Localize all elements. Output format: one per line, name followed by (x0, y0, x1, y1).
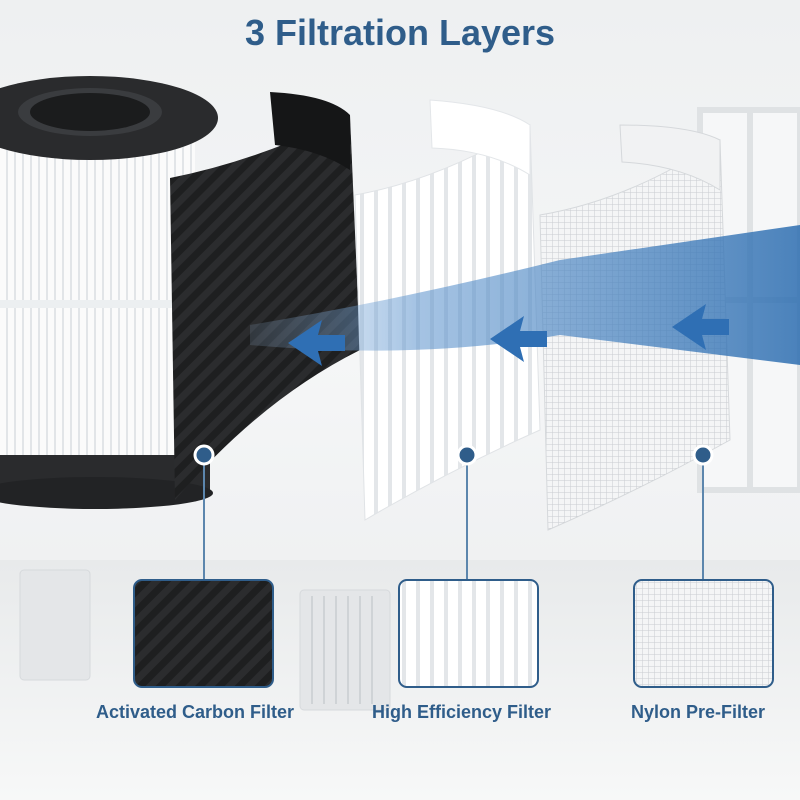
arrow-left-icon (288, 320, 345, 366)
nylon-swatch (633, 579, 774, 688)
nylon-filter-label: Nylon Pre-Filter (631, 702, 766, 722)
carbon-layer-sheet (170, 92, 360, 500)
airflow-beam (250, 225, 800, 365)
carbon-swatch (133, 579, 274, 688)
page-title: 3 Filtration Layers (244, 12, 556, 53)
carbon-filter-label: Activated Carbon Filter (96, 702, 295, 722)
arrow-left-icon (490, 316, 547, 362)
filter-cylinder (0, 76, 218, 509)
callout-dot (456, 444, 478, 466)
hepa-swatch (398, 579, 539, 688)
callout-dot (193, 444, 215, 466)
arrow-left-icon (672, 304, 729, 350)
hepa-filter-label: High Efficiency Filter (372, 702, 552, 722)
callout-dot (692, 444, 714, 466)
